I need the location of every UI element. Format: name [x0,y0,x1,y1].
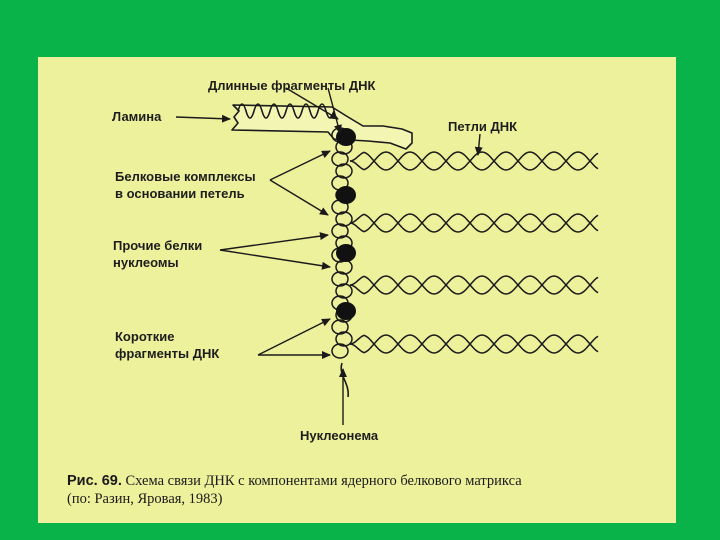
label-lamina: Ламина [112,109,162,124]
dna-helix-strand [349,151,599,171]
label-short-fragments-1: Короткие [115,329,175,344]
chain-ring [331,151,349,167]
chain-ring [335,331,353,347]
dna-helix-strand [349,213,599,233]
dna-helix-strand [349,275,599,295]
chain-ring [335,211,353,227]
lamina [231,103,413,150]
label-short-fragments-2: фрагменты ДНК [115,346,219,361]
label-other-proteins-2: нуклеомы [113,255,179,270]
caption-line-1: Рис. 69. Схема связи ДНК с компонентами … [67,472,667,490]
dna-helix-strand [349,213,599,233]
figure-panel: Длинные фрагменты ДНК Ламина Петли ДНК Б… [38,57,676,523]
figure-caption: Рис. 69. Схема связи ДНК с компонентами … [67,472,667,508]
caption-text: Схема связи ДНК с компонентами ядерного … [121,473,522,489]
chain-ring [335,283,353,299]
label-protein-complexes-2: в основании петель [115,186,245,201]
arrow-dna-loops [474,133,483,156]
dna-helix-strand [349,334,599,354]
label-long-fragments: Длинные фрагменты ДНК [208,78,376,93]
dna-matrix-diagram: Длинные фрагменты ДНК Ламина Петли ДНК Б… [112,78,599,443]
arrow-short-fragments-a [257,318,331,356]
label-other-proteins-1: Прочие белки [113,238,202,253]
arrow-complexes-b [269,179,329,216]
label-protein-complexes-1: Белковые комплексы [115,169,256,184]
arrow-long-fragments-b [327,87,342,134]
arrow-other-proteins-a [219,232,329,251]
chain-ring [335,163,353,179]
nucleonema-chain [331,127,356,359]
label-dna-loops: Петли ДНК [448,119,517,134]
arrows [175,87,483,425]
nucleonema-tail [340,362,349,398]
caption-line-2: (по: Разин, Яровая, 1983) [67,491,223,507]
protein-complex-bead [336,244,356,262]
arrow-other-proteins-b [219,249,331,270]
dna-helix-strand [349,275,599,295]
chain-ring [331,223,349,239]
label-nucleonema: Нуклеонема [300,428,379,443]
protein-complex-bead [336,186,356,204]
arrow-complexes-a [269,150,331,181]
chain-ring [331,343,349,359]
dna-helix-strand [349,151,599,171]
dna-loops [349,151,599,354]
arrow-long-fragments-a [285,87,339,120]
chain-ring [331,271,349,287]
chain-ring [331,319,349,335]
caption-figure-number: Рис. 69. [67,473,122,489]
lamina-dna-wave [237,103,335,119]
protein-complex-bead [336,302,356,320]
arrow-lamina [175,114,231,123]
dna-helix-strand [349,334,599,354]
